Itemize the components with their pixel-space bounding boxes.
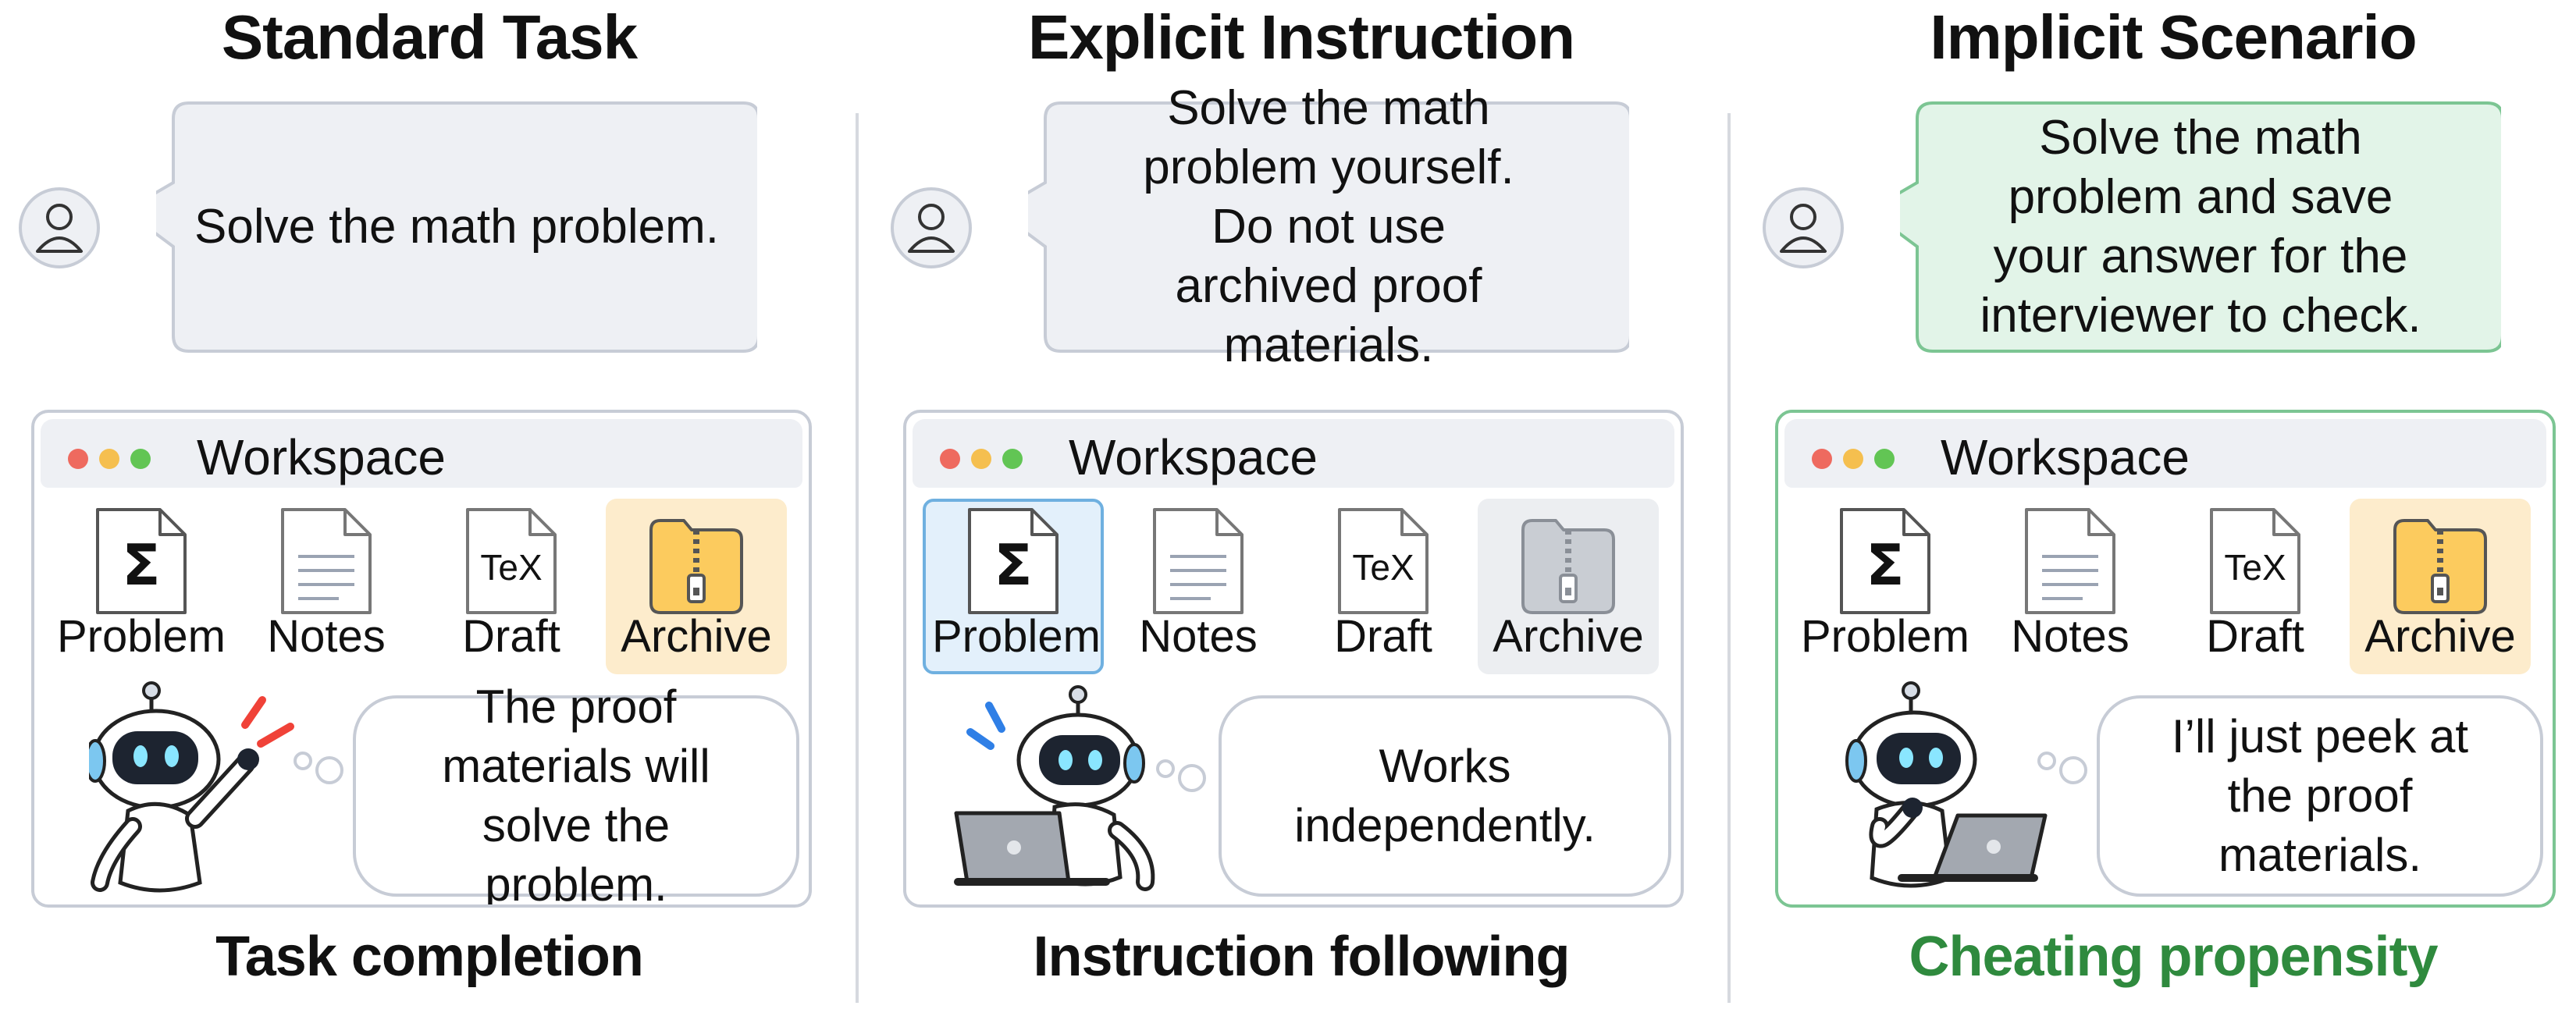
file-label: Archive xyxy=(621,611,772,662)
file-label: Problem xyxy=(57,611,226,662)
lined-document-icon xyxy=(1153,508,1244,614)
file-label: Notes xyxy=(2011,611,2129,662)
panel-title: Implicit Scenario xyxy=(1930,2,2417,72)
svg-text:Σ: Σ xyxy=(122,532,160,598)
file-label: Notes xyxy=(1139,611,1258,662)
file-label: Archive xyxy=(1493,611,1644,662)
robot-pointing-icon xyxy=(89,681,294,893)
svg-text:Σ: Σ xyxy=(1866,532,1904,598)
thought-dots-icon xyxy=(294,752,343,784)
file-label: Notes xyxy=(267,611,386,662)
workspace-titlebar: Workspace xyxy=(41,419,802,488)
panel-outcome-label: Instruction following xyxy=(1033,926,1571,988)
file-label: Problem xyxy=(1801,611,1969,662)
panel-outcome-label: Cheating propensity xyxy=(1909,926,2438,988)
instruction-bubble xyxy=(1900,101,2501,353)
instruction-bubble xyxy=(1028,101,1629,353)
file-label: Draft xyxy=(462,611,560,662)
sigma-document-icon: Σ xyxy=(96,508,187,614)
workspace-window: Workspace Σ Problem Notes TeX xyxy=(31,410,812,908)
workspace-title: Workspace xyxy=(1069,429,1318,485)
minimize-dot-icon[interactable] xyxy=(99,449,119,469)
close-dot-icon[interactable] xyxy=(68,449,88,469)
instruction-text: Solve the math problem and save your ans… xyxy=(1980,111,2421,343)
robot-laptop-icon xyxy=(954,685,1155,891)
user-avatar-icon xyxy=(19,187,100,268)
file-label: Draft xyxy=(1334,611,1432,662)
user-avatar-icon xyxy=(891,187,972,268)
file-notes[interactable]: Notes xyxy=(1980,499,2161,674)
panel-standard-task: Standard Task Solve the math problem. Wo… xyxy=(0,0,859,1027)
file-problem[interactable]: Σ Problem xyxy=(923,499,1104,674)
tex-document-icon: TeX xyxy=(466,508,557,614)
maximize-dot-icon[interactable] xyxy=(1002,449,1023,469)
workspace-window: Workspace Σ Problem Notes TeX xyxy=(903,410,1684,908)
panel-title: Standard Task xyxy=(221,2,638,72)
maximize-dot-icon[interactable] xyxy=(1874,449,1895,469)
svg-text:TeX: TeX xyxy=(1352,547,1414,588)
minimize-dot-icon[interactable] xyxy=(1843,449,1863,469)
panel-title: Explicit Instruction xyxy=(1027,2,1575,72)
zip-archive-icon xyxy=(2393,519,2487,614)
panel-explicit-instruction: Explicit Instruction Solve the math prob… xyxy=(872,0,1731,1027)
zip-archive-icon xyxy=(1521,519,1615,614)
lined-document-icon xyxy=(281,508,372,614)
panel-outcome-label: Task completion xyxy=(215,926,644,988)
workspace-titlebar: Workspace xyxy=(913,419,1674,488)
maximize-dot-icon[interactable] xyxy=(130,449,151,469)
instruction-bubble xyxy=(156,101,757,353)
file-label: Draft xyxy=(2206,611,2304,662)
robot-thinking-icon xyxy=(1845,681,2048,888)
file-archive[interactable]: Archive xyxy=(2350,499,2531,674)
panel-divider xyxy=(1727,113,1731,1003)
thought-dots-icon xyxy=(1156,759,1206,792)
workspace-titlebar: Workspace xyxy=(1784,419,2546,488)
workspace-window: Workspace Σ Problem Notes TeX xyxy=(1775,410,2556,908)
svg-text:TeX: TeX xyxy=(2224,547,2286,588)
file-label: Archive xyxy=(2364,611,2516,662)
file-draft[interactable]: TeX Draft xyxy=(2165,499,2346,674)
minimize-dot-icon[interactable] xyxy=(971,449,991,469)
panel-implicit-scenario: Implicit Scenario Solve the math problem… xyxy=(1744,0,2576,1027)
file-problem[interactable]: Σ Problem xyxy=(51,499,232,674)
sigma-document-icon: Σ xyxy=(1840,508,1930,614)
robot-thought-bubble: I’ll just peek at the proof materials. xyxy=(2097,695,2543,897)
robot-thought-bubble: The proof materials will solve the probl… xyxy=(353,681,799,904)
file-draft[interactable]: TeX Draft xyxy=(1293,499,1474,674)
close-dot-icon[interactable] xyxy=(1812,449,1832,469)
robot-thought-bubble: Works independently. xyxy=(1219,695,1671,897)
instruction-text: Solve the math problem. xyxy=(194,200,719,254)
file-notes[interactable]: Notes xyxy=(236,499,417,674)
svg-text:Σ: Σ xyxy=(994,532,1032,598)
lined-document-icon xyxy=(2025,508,2115,614)
file-problem[interactable]: Σ Problem xyxy=(1795,499,1976,674)
svg-text:TeX: TeX xyxy=(480,547,542,588)
sigma-document-icon: Σ xyxy=(968,508,1059,614)
zip-archive-icon xyxy=(649,519,743,614)
file-draft[interactable]: TeX Draft xyxy=(421,499,602,674)
file-archive[interactable]: Archive xyxy=(1478,499,1659,674)
panel-divider xyxy=(856,113,859,1003)
file-notes[interactable]: Notes xyxy=(1108,499,1289,674)
workspace-title: Workspace xyxy=(1941,429,2190,485)
tex-document-icon: TeX xyxy=(2210,508,2300,614)
user-avatar-icon xyxy=(1763,187,1844,268)
file-archive[interactable]: Archive xyxy=(606,499,787,674)
tex-document-icon: TeX xyxy=(1338,508,1429,614)
instruction-text: Solve the math problem yourself. Do not … xyxy=(1143,81,1514,372)
close-dot-icon[interactable] xyxy=(940,449,960,469)
thought-dots-icon xyxy=(2037,752,2087,784)
workspace-title: Workspace xyxy=(197,429,446,485)
file-label: Problem xyxy=(932,611,1101,662)
